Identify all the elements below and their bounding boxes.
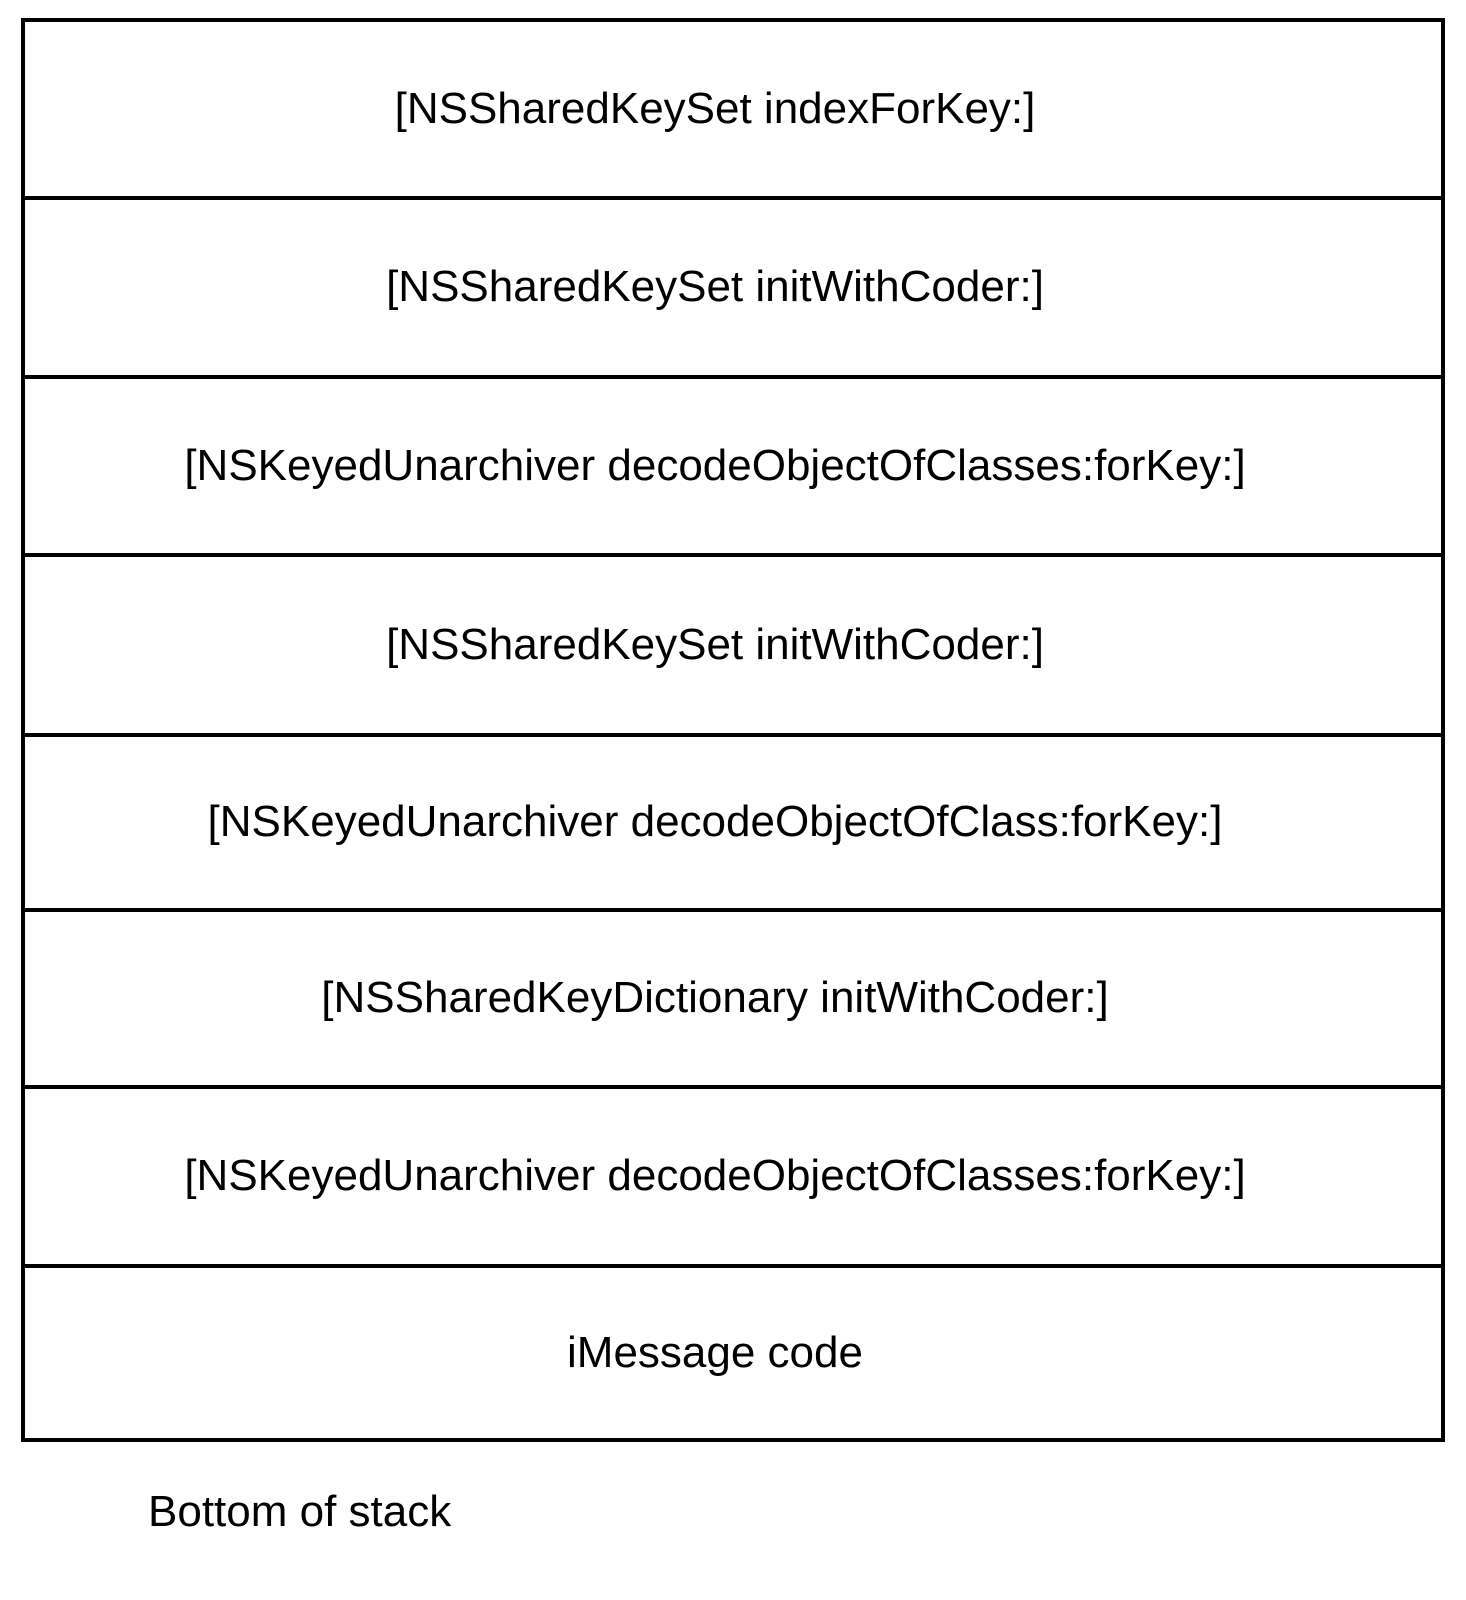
stack-frame-label: [NSSharedKeyDictionary initWithCoder:] [321, 973, 1109, 1023]
stack-frame-label: [NSKeyedUnarchiver decodeObjectOfClass:f… [207, 797, 1223, 847]
stack-frame-label: [NSKeyedUnarchiver decodeObjectOfClasses… [184, 440, 1246, 490]
stack-frame: [NSSharedKeyDictionary initWithCoder:] [25, 912, 1441, 1089]
stack-frame-label: [NSKeyedUnarchiver decodeObjectOfClasses… [184, 1151, 1246, 1201]
stack-frame: [NSSharedKeySet indexForKey:] [25, 22, 1441, 200]
bottom-of-stack-caption: Bottom of stack [148, 1487, 452, 1536]
stack-frame: [NSKeyedUnarchiver decodeObjectOfClass:f… [25, 737, 1441, 912]
stack-frame: iMessage code [25, 1268, 1441, 1438]
stack-frame-label: [NSSharedKeySet initWithCoder:] [386, 619, 1044, 669]
call-stack-diagram: [NSSharedKeySet indexForKey:] [NSSharedK… [21, 18, 1445, 1442]
stack-frame-label: [NSSharedKeySet indexForKey:] [394, 83, 1036, 133]
stack-frame: [NSKeyedUnarchiver decodeObjectOfClasses… [25, 379, 1441, 557]
stack-frame-label: [NSSharedKeySet initWithCoder:] [386, 262, 1044, 312]
stack-frame-label: iMessage code [567, 1327, 863, 1377]
stack-frame: [NSSharedKeySet initWithCoder:] [25, 200, 1441, 379]
stack-frame: [NSSharedKeySet initWithCoder:] [25, 557, 1441, 737]
stack-frame: [NSKeyedUnarchiver decodeObjectOfClasses… [25, 1089, 1441, 1268]
